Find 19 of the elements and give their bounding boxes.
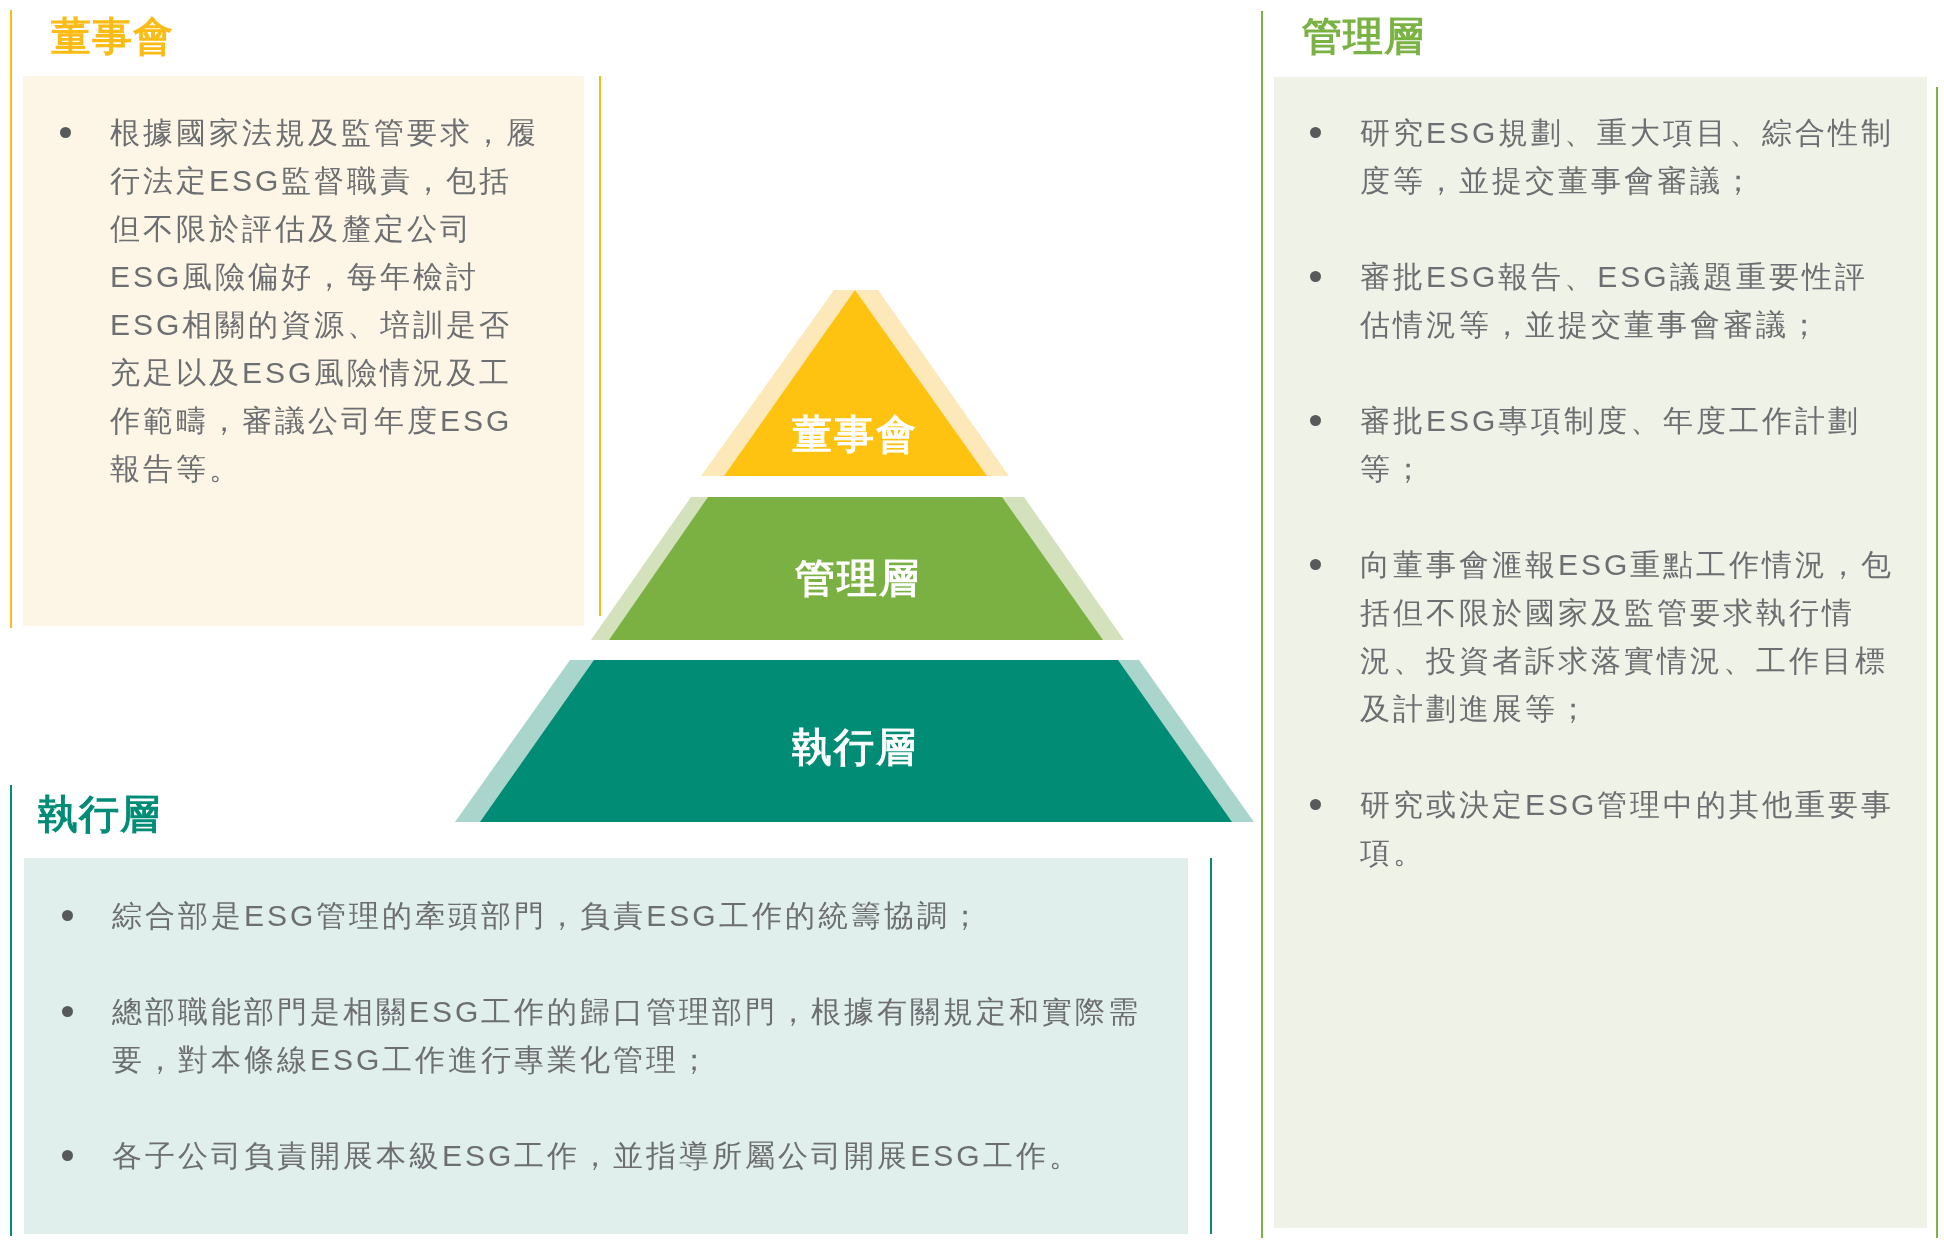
- bullet-text: 審批ESG報告、ESG議題重要性評估情況等，並提交董事會審議；: [1360, 259, 1869, 343]
- tier-label: 董事會: [792, 411, 918, 458]
- bullet-text: 根據國家法規及監管要求，履行法定ESG監督職責，包括但不限於評估及釐定公司ESG風險偏好，每年檢討ESG相關的資源、培訓是否充足以及ESG風險情況及工作範疇，審議公司年度ESG報告等。: [110, 115, 540, 487]
- pyramid-tier: [591, 497, 1124, 640]
- section-heading: 董事會: [51, 13, 174, 60]
- section-heading: 管理層: [1302, 13, 1425, 60]
- section-heading: 執行層: [38, 791, 161, 838]
- pyramid-tier: [701, 290, 1009, 476]
- pyramid-tier: [455, 660, 1254, 822]
- info-section: [10, 785, 1188, 1236]
- bullet-text: 總部職能部門是相關ESG工作的歸口管理部門，根據有關規定和實際需要，對本條線ESG工作進行專業化管理；: [112, 994, 1143, 1078]
- tier-label: 管理層: [794, 555, 921, 602]
- bullet-text: 研究ESG規劃、重大項目、綜合性制度等，並提交董事會審議；: [1360, 115, 1896, 199]
- bullet-text: 綜合部是ESG管理的牽頭部門，負責ESG工作的統籌協調；: [112, 898, 984, 934]
- tier-label: 執行層: [791, 724, 918, 771]
- bullet-text: 研究或決定ESG管理中的其他重要事項。: [1360, 787, 1896, 871]
- bullet-text: 向董事會滙報ESG重點工作情況，包括但不限於國家及監管要求執行情況、投資者訴求落實情況、工作目標及計劃進展等；: [1360, 547, 1896, 727]
- bullet-text: 審批ESG專項制度、年度工作計劃等；: [1360, 403, 1863, 487]
- bullet-text: 各子公司負責開展本級ESG工作，並指導所屬公司開展ESG工作。: [112, 1138, 1083, 1174]
